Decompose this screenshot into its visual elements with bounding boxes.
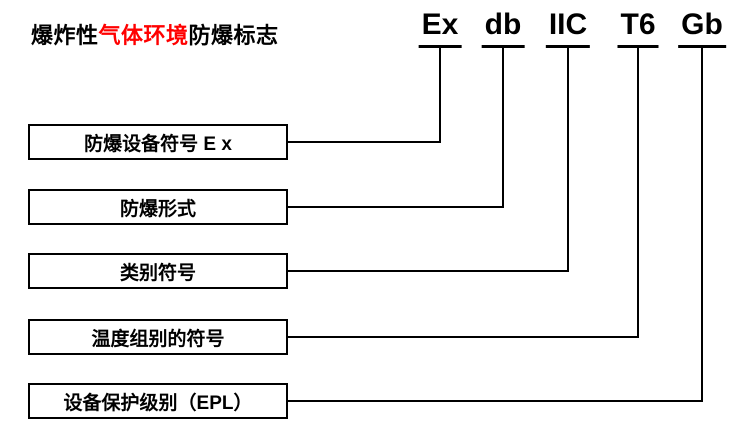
marking-code-t6: T6: [617, 8, 659, 48]
legend-box-category-symbol: 类别符号: [28, 253, 288, 289]
connector-horizontal-ex: [288, 141, 441, 143]
connector-horizontal-t6: [288, 336, 639, 338]
connector-horizontal-iic: [288, 270, 569, 272]
legend-box-epl: 设备保护级别（EPL）: [28, 383, 288, 419]
marking-code-ex: Ex: [418, 8, 462, 48]
legend-box-temperature-class: 温度组别的符号: [28, 319, 288, 355]
connector-vertical-ex: [439, 46, 441, 143]
marking-code-gb: Gb: [678, 8, 726, 48]
legend-box-label: 设备保护级别（EPL）: [63, 392, 253, 414]
connector-vertical-t6: [637, 46, 639, 338]
legend-box-label: 防爆设备符号 E x: [84, 133, 232, 155]
marking-code-iic: IIC: [545, 8, 591, 48]
legend-box-label: 类别符号: [119, 262, 196, 284]
connector-vertical-gb: [701, 46, 703, 402]
diagram-title: 爆炸性气体环境防爆标志: [31, 18, 279, 50]
legend-box-label: 温度组别的符号: [91, 328, 225, 350]
marking-code-db: db: [481, 8, 525, 48]
title-segment-black-2: 防爆标志: [188, 23, 279, 48]
title-segment-black-1: 爆炸性: [31, 23, 99, 48]
connector-vertical-db: [502, 46, 504, 208]
legend-box-label: 防爆形式: [119, 198, 196, 220]
legend-box-protection-type: 防爆形式: [28, 189, 288, 225]
title-segment-red: 气体环境: [98, 23, 189, 48]
connector-horizontal-gb: [288, 400, 703, 402]
legend-box-ex-symbol: 防爆设备符号 E x: [28, 124, 288, 160]
connector-horizontal-db: [288, 206, 504, 208]
connector-vertical-iic: [567, 46, 569, 272]
